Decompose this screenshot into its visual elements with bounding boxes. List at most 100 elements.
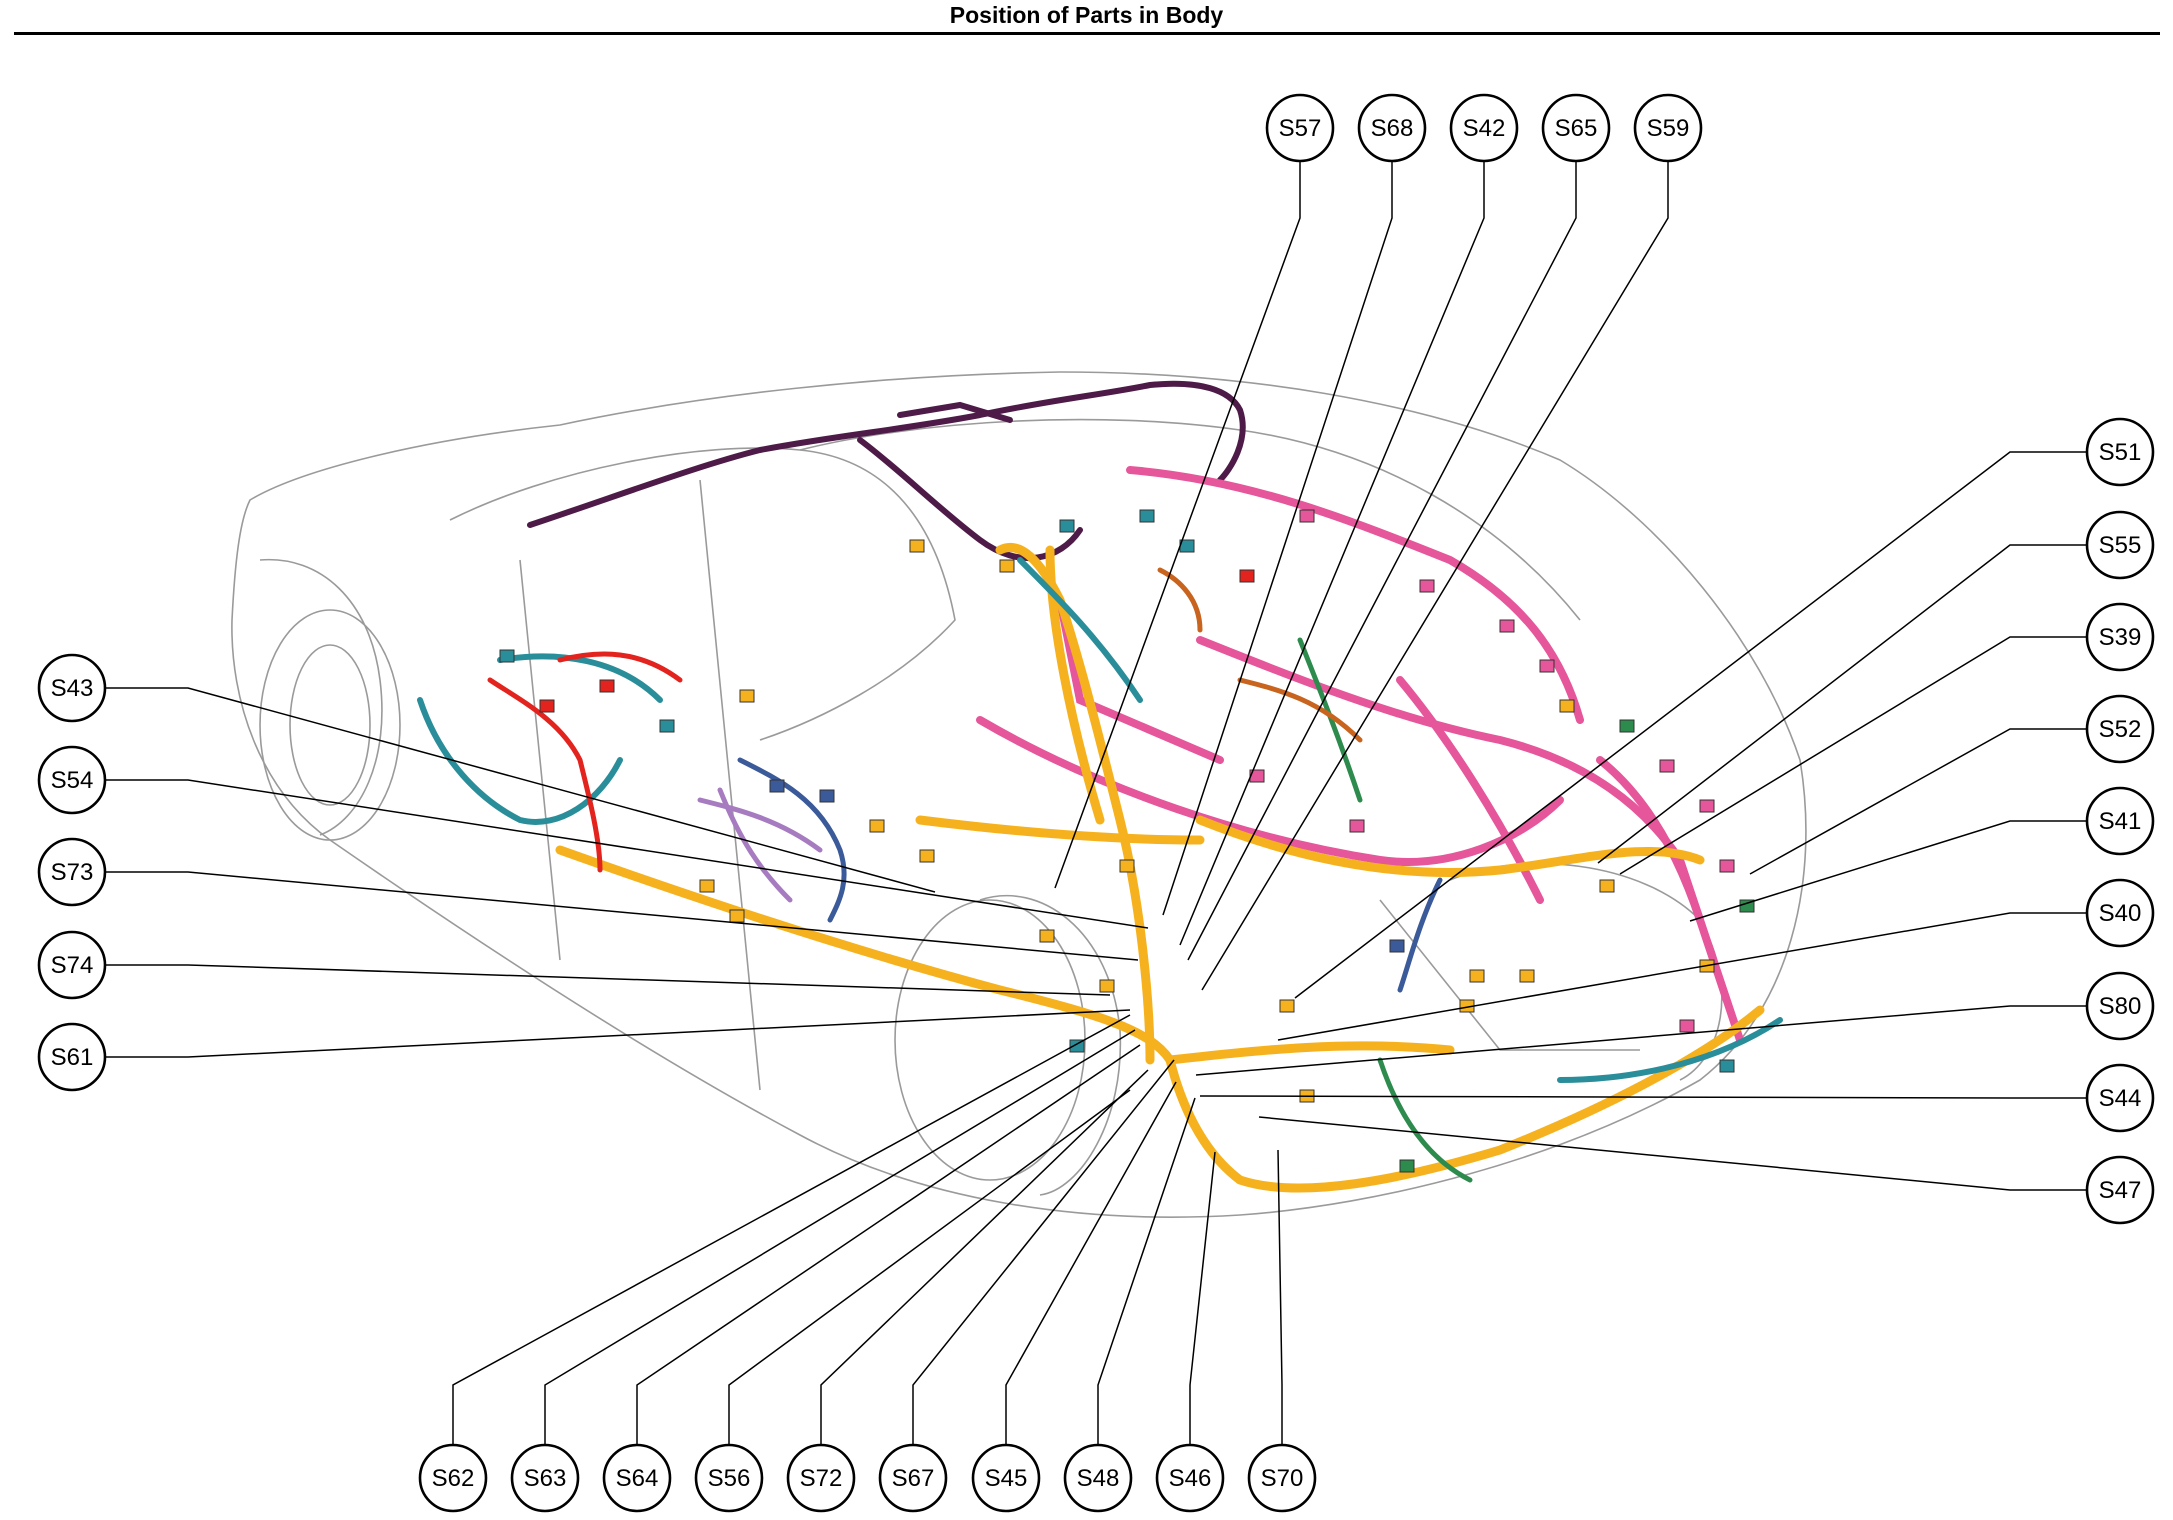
leader-line-s51	[1294, 451, 2087, 999]
callout-circle	[1449, 93, 1519, 163]
callout-circle	[418, 1443, 488, 1513]
callout-circle	[878, 1443, 948, 1513]
connector-block	[1299, 509, 1315, 523]
callout-s47: S47	[2085, 1155, 2155, 1225]
callout-circle	[2085, 417, 2155, 487]
cowl-harness	[487, 651, 683, 873]
connector-block	[1119, 859, 1135, 873]
callout-label: S39	[2099, 624, 2142, 651]
callout-circle	[2085, 971, 2155, 1041]
connector-block	[1599, 879, 1615, 893]
callout-s63: S63	[510, 1443, 580, 1513]
leader-line-s47	[1258, 1116, 2087, 1191]
callout-circle	[1247, 1443, 1317, 1513]
leader-line-s67	[912, 1059, 1175, 1446]
leader-line-s48	[1097, 1097, 1196, 1446]
title-rule	[14, 32, 2160, 35]
connector-block	[819, 789, 835, 803]
leader-line-s62	[452, 1014, 1131, 1446]
callout-circle	[510, 1443, 580, 1513]
connector-block	[599, 679, 615, 693]
connector-block	[1099, 979, 1115, 993]
leader-line-s54	[105, 779, 1149, 929]
connector-block	[1719, 1059, 1735, 1073]
callout-circle	[1265, 93, 1335, 163]
callout-label: S65	[1555, 115, 1598, 142]
leader-line-s80	[1195, 1005, 2087, 1076]
callout-circle	[786, 1443, 856, 1513]
leader-line-s56	[728, 1089, 1131, 1446]
callout-label: S40	[2099, 900, 2142, 927]
callout-s45: S45	[971, 1443, 1041, 1513]
leader-line-s70	[1277, 1149, 1283, 1446]
leader-line-s55	[1597, 544, 2087, 864]
callout-label: S47	[2099, 1177, 2142, 1204]
callout-circle	[1063, 1443, 1133, 1513]
callout-s62: S62	[418, 1443, 488, 1513]
callout-s52: S52	[2085, 694, 2155, 764]
callout-s70: S70	[1247, 1443, 1317, 1513]
luggage-harness	[1297, 637, 1473, 1183]
leader-line-s39	[1619, 636, 2087, 875]
callout-label: S67	[892, 1465, 935, 1492]
instrument-harness	[697, 787, 823, 903]
callout-circle	[602, 1443, 672, 1513]
callout-circle	[37, 745, 107, 815]
connector-block	[539, 699, 555, 713]
callout-label: S63	[524, 1465, 567, 1492]
leader-line-s65	[1187, 160, 1577, 961]
leader-line-s72	[820, 1069, 1149, 1446]
callout-s67: S67	[878, 1443, 948, 1513]
connector-block	[1699, 799, 1715, 813]
callout-label: S64	[616, 1465, 659, 1492]
roof-harness	[527, 380, 1246, 562]
car-body-outline	[231, 371, 1807, 1218]
callout-circle	[1633, 93, 1703, 163]
leader-line-s46	[1189, 1151, 1216, 1446]
connector-block	[699, 879, 715, 893]
callout-label: S43	[51, 675, 94, 702]
callout-label: S56	[708, 1465, 751, 1492]
leader-line-s61	[105, 1009, 1131, 1058]
callout-circle	[2085, 1063, 2155, 1133]
connector-block	[769, 779, 785, 793]
connector-block	[919, 849, 935, 863]
callout-s55: S55	[2085, 510, 2155, 580]
callout-s41: S41	[2085, 786, 2155, 856]
callout-s65: S65	[1541, 93, 1611, 163]
leader-line-s43	[105, 687, 936, 893]
connector-block	[909, 539, 925, 553]
callout-circle	[2085, 694, 2155, 764]
callout-label: S46	[1169, 1465, 1212, 1492]
callout-circle	[37, 1022, 107, 1092]
callout-circle	[37, 653, 107, 723]
callout-s80: S80	[2085, 971, 2155, 1041]
callout-circle	[1155, 1443, 1225, 1513]
leader-line-s57	[1054, 160, 1301, 889]
rear-harness	[976, 466, 1744, 1044]
callout-s64: S64	[602, 1443, 672, 1513]
connector-block	[739, 689, 755, 703]
callout-s43: S43	[37, 653, 107, 723]
callout-s46: S46	[1155, 1443, 1225, 1513]
callout-label: S68	[1371, 115, 1414, 142]
connector-block	[1719, 859, 1735, 873]
connector-block	[1349, 819, 1365, 833]
callout-label: S73	[51, 859, 94, 886]
callout-label: S62	[432, 1465, 475, 1492]
connector-block	[729, 909, 745, 923]
callout-label: S57	[1279, 115, 1322, 142]
callout-label: S72	[800, 1465, 843, 1492]
connector-block	[999, 559, 1015, 573]
leader-line-s64	[636, 1044, 1141, 1446]
connector-block	[1659, 759, 1675, 773]
callout-s73: S73	[37, 837, 107, 907]
leader-line-s59	[1201, 160, 1669, 991]
door-harness-front	[417, 557, 1783, 1083]
leader-line-s74	[105, 964, 1111, 996]
callout-s39: S39	[2085, 602, 2155, 672]
callout-circle	[37, 837, 107, 907]
connector-block	[1059, 519, 1075, 533]
callout-label: S45	[985, 1465, 1028, 1492]
